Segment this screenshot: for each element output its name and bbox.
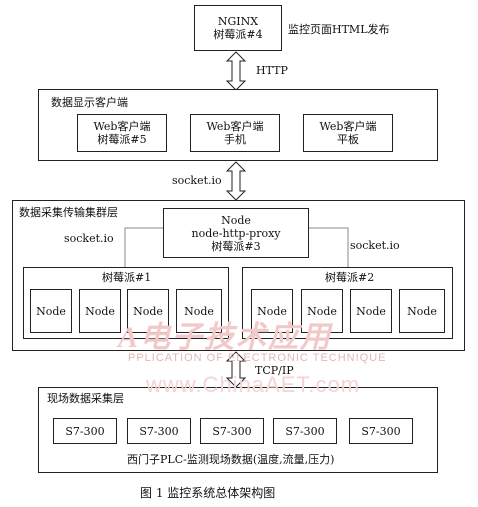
web-client-phone-line2: 手机: [224, 133, 246, 146]
http-double-arrow: [225, 51, 247, 91]
pi1-group-box: 树莓派#1 Node Node Node Node: [23, 267, 229, 339]
plc-label-2: S7-300: [139, 424, 179, 438]
web-client-phone-box: Web客户端 手机: [190, 114, 280, 152]
pi2-node-4: Node: [399, 289, 445, 333]
pi1-node-4: Node: [176, 289, 222, 333]
web-client-tablet-box: Web客户端 平板: [303, 114, 393, 152]
client-layer-title: 数据显示客户端: [51, 96, 128, 109]
pi1-node-2-label: Node: [85, 304, 115, 318]
web-client-pi5-line1: Web客户端: [93, 120, 151, 133]
proxy-node-box: Node node-http-proxy 树莓派#3: [163, 208, 309, 258]
socketio-left-label: socket.io: [64, 232, 114, 245]
client-layer-box: 数据显示客户端 Web客户端 树莓派#5 Web客户端 手机 Web客户端 平板: [38, 89, 438, 161]
pi2-node-4-label: Node: [407, 304, 437, 318]
pi1-node-1-label: Node: [36, 304, 66, 318]
figure-caption: 图 1 监控系统总体架构图: [140, 486, 276, 500]
web-client-tablet-line2: 平板: [337, 133, 359, 146]
plc-box-5: S7-300: [349, 418, 413, 444]
pi2-node-2: Node: [301, 289, 343, 333]
plc-label-4: S7-300: [285, 424, 325, 438]
nginx-device-label: 树莓派#4: [213, 28, 263, 41]
web-client-pi5-line2: 树莓派#5: [97, 133, 147, 146]
socketio-double-arrow: [225, 161, 247, 201]
web-client-pi5-box: Web客户端 树莓派#5: [77, 114, 167, 152]
proxy-to-pi1-line: [124, 227, 163, 267]
socketio-right-label: socket.io: [350, 239, 400, 252]
cluster-layer-box: 数据采集传输集群层: [12, 200, 465, 351]
pi2-group-box: 树莓派#2 Node Node Node Node: [242, 267, 453, 339]
tcpip-label: TCP/IP: [255, 364, 294, 377]
pi2-node-2-label: Node: [307, 304, 337, 318]
field-layer-box: 现场数据采集层 S7-300 S7-300 S7-300 S7-300 S7-3…: [38, 387, 438, 473]
watermark-english-line: PPLICATION OF ELECTRONIC TECHNIQUE: [128, 352, 387, 364]
pi1-node-1: Node: [30, 289, 72, 333]
plc-box-1: S7-300: [53, 418, 117, 444]
nginx-label: NGINX: [217, 15, 259, 28]
web-client-tablet-line1: Web客户端: [319, 120, 377, 133]
http-label: HTTP: [256, 64, 288, 77]
watermark-logo-line: A电子技术应用: [118, 321, 333, 354]
pi1-title: 树莓派#1: [102, 271, 152, 284]
plc-box-3: S7-300: [200, 418, 264, 444]
plc-label-1: S7-300: [65, 424, 105, 438]
pi1-node-4-label: Node: [184, 304, 214, 318]
nginx-server-box: NGINX 树莓派#4: [194, 5, 282, 51]
proxy-line3: 树莓派#3: [211, 239, 261, 253]
plc-box-4: S7-300: [273, 418, 337, 444]
pi2-node-3-label: Node: [356, 304, 386, 318]
pi2-node-3: Node: [350, 289, 392, 333]
field-layer-title: 现场数据采集层: [47, 392, 124, 405]
proxy-line1: Node: [221, 213, 251, 227]
pi2-node-1-label: Node: [257, 304, 287, 318]
pi1-node-3: Node: [127, 289, 169, 333]
plc-box-2: S7-300: [127, 418, 191, 444]
pi2-node-1: Node: [251, 289, 293, 333]
pi2-title: 树莓派#2: [325, 271, 375, 284]
field-layer-caption: 西门子PLC-监测现场数据(温度,流量,压力): [127, 453, 335, 466]
plc-label-3: S7-300: [212, 424, 252, 438]
pi1-node-2: Node: [79, 289, 121, 333]
cluster-layer-title: 数据采集传输集群层: [19, 206, 118, 219]
watermark-url-line: www.ChinaAET.com: [146, 372, 361, 397]
pi1-node-3-label: Node: [133, 304, 163, 318]
web-client-phone-line1: Web客户端: [206, 120, 264, 133]
proxy-line2: node-http-proxy: [191, 226, 281, 240]
publish-label: 监控页面HTML发布: [288, 23, 390, 36]
plc-label-5: S7-300: [361, 424, 401, 438]
socketio-top-label: socket.io: [172, 174, 222, 187]
proxy-to-pi2-line: [308, 227, 349, 267]
